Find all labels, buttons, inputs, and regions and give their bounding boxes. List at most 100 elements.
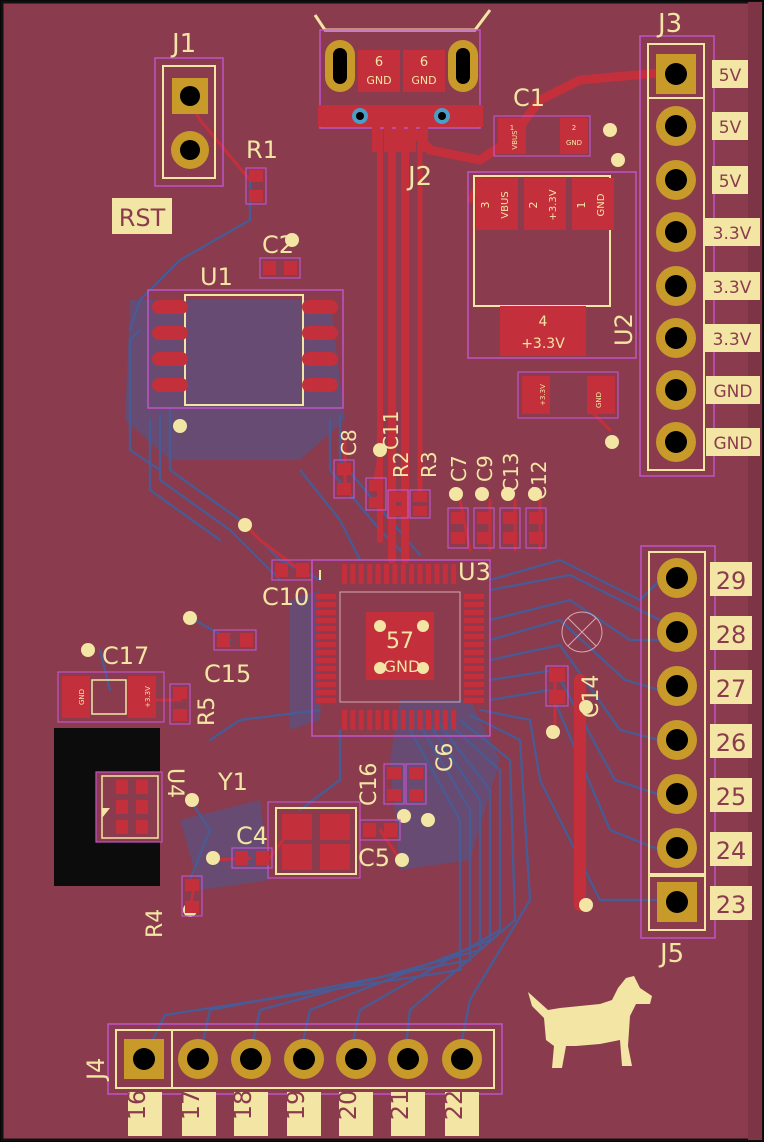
u3-pin	[350, 710, 356, 730]
ref-u3: U3	[458, 558, 491, 586]
crystal-caps[interactable]: C4 C5 C16 C6	[231, 743, 458, 872]
ref-u1: U1	[200, 263, 233, 291]
ref-c11: C11	[379, 411, 403, 450]
capacitor-c1[interactable]: 1 VBUS 2 GND C1	[493, 84, 617, 157]
u3-pin	[384, 710, 389, 730]
u3-pin	[316, 594, 336, 599]
mcu-u3[interactable]: 57 GND U3	[311, 558, 491, 737]
usb-connector-j2[interactable]: 6 GND 6 GND J2	[313, 9, 492, 192]
c17-pad2-net: GND	[78, 689, 86, 705]
u3-pin	[392, 564, 398, 584]
c17-pad1-net: +3.3V	[144, 686, 152, 708]
u3-pin	[464, 610, 484, 615]
u3-pins-bottom	[342, 710, 457, 730]
u2-tab-num: 4	[539, 314, 548, 330]
capacitor-c15[interactable]: C15	[204, 629, 257, 688]
u3-pin	[434, 710, 440, 730]
u3-pin	[316, 602, 336, 607]
ic-u1[interactable]: U1	[147, 263, 344, 433]
resistor-r1[interactable]: R1	[245, 136, 278, 205]
u3-pin	[316, 634, 336, 639]
u3-pin	[358, 710, 364, 730]
u3-pin	[464, 626, 484, 631]
u3-pin	[409, 564, 415, 584]
header-j3[interactable]: J3 5V 5V 5V 3.3V 3.3V 3.3V GND GND	[639, 9, 760, 477]
ref-c9: C9	[473, 455, 497, 482]
header-j5[interactable]: J5 29 28 27 26 25 24 23	[640, 545, 752, 969]
ref-c6: C6	[433, 743, 458, 772]
ref-j5: J5	[658, 939, 684, 969]
j3-pin-labels: 5V 5V 5V 3.3V 3.3V 3.3V GND GND	[704, 60, 760, 456]
u3-pins-left	[316, 594, 336, 703]
u3-pin	[316, 658, 336, 663]
u2-pad1-net: GND	[596, 193, 607, 216]
j3-label-6: 3.3V	[713, 330, 752, 350]
ref-c17: C17	[102, 642, 149, 670]
j4-label-7: 22	[440, 1090, 468, 1121]
ref-c14: C14	[579, 675, 604, 718]
j5-label-2: 28	[716, 621, 747, 649]
u3-pin	[464, 642, 484, 647]
u3-pin	[392, 710, 398, 730]
u3-pin	[464, 698, 484, 703]
u3-pin	[426, 564, 431, 584]
capacitor-c14[interactable]: C14	[545, 611, 604, 718]
u3-pin	[316, 690, 336, 695]
j4-pin-labels: 16 17 18 19 20 21 22	[123, 1090, 479, 1136]
ref-j3: J3	[656, 9, 682, 39]
resistor-r4[interactable]: R4	[143, 875, 203, 938]
u3-pin	[464, 666, 484, 671]
u3-pin	[316, 618, 336, 623]
u3-pin	[342, 564, 347, 584]
u3-pins-right	[464, 594, 484, 703]
u3-pin	[400, 564, 406, 584]
u3-pin	[451, 710, 457, 730]
u3-pin	[316, 626, 336, 631]
rst-label-box	[112, 198, 172, 234]
u2-pad2-net: +3.3V	[548, 189, 559, 220]
usb-pad-num-right: 6	[420, 55, 428, 70]
u3-pin	[316, 698, 336, 703]
u3-pin	[316, 682, 336, 687]
ref-j1: J1	[170, 29, 196, 59]
u3-pin	[400, 710, 406, 730]
u3-pin	[442, 710, 448, 730]
usb-pad-net-left: GND	[366, 74, 391, 87]
crystal-y1[interactable]: Y1	[217, 768, 361, 879]
u3-pin	[464, 674, 484, 679]
u2-pad1-num: 1	[575, 202, 588, 209]
u3-pin	[316, 642, 336, 647]
regulator-u2[interactable]: 3 VBUS 2 +3.3V 1 GND 4 +3.3V U2	[467, 153, 638, 359]
ref-c4: C4	[236, 822, 268, 850]
u3-pin	[358, 564, 364, 584]
u3-pin	[316, 650, 336, 655]
ref-c8: C8	[337, 429, 361, 456]
ref-r2: R2	[389, 451, 413, 478]
j3-label-7: GND	[714, 382, 753, 402]
j5-label-6: 24	[716, 837, 747, 865]
capacitor-c17[interactable]: GND +3.3V C17	[57, 642, 165, 723]
j4-label-4: 19	[282, 1090, 310, 1121]
resistor-r5[interactable]: R5	[169, 683, 220, 726]
u2-tab-net: +3.3V	[521, 336, 565, 352]
capacitor-c10[interactable]: C10	[262, 559, 313, 611]
header-j4[interactable]: J4 16 17 18 19 20 21 22	[82, 1023, 503, 1136]
u3-pad-num: 57	[386, 629, 414, 654]
j4-round-pads	[178, 1039, 482, 1079]
ref-c7: C7	[447, 455, 471, 482]
u3-pin	[316, 610, 336, 615]
j3-label-5: 3.3V	[713, 278, 752, 298]
u3-pin	[367, 564, 373, 584]
passives-row[interactable]: C8 C11 R2 R3 C7 C9 C13 C12	[333, 411, 551, 549]
capacitor-c3[interactable]: +3.3V GND	[517, 371, 619, 449]
c1-pad2-num: 2	[572, 124, 576, 132]
j3-round-pads	[656, 106, 696, 462]
j5-label-3: 27	[716, 675, 747, 703]
j3-label-8: GND	[714, 434, 753, 454]
ref-j4: J4	[82, 1058, 110, 1082]
capacitor-c2[interactable]: C2	[259, 231, 301, 279]
header-j1[interactable]: J1 RST	[112, 29, 224, 234]
chip-antenna-u4[interactable]: U4	[54, 728, 187, 886]
u3-pin	[434, 564, 440, 584]
